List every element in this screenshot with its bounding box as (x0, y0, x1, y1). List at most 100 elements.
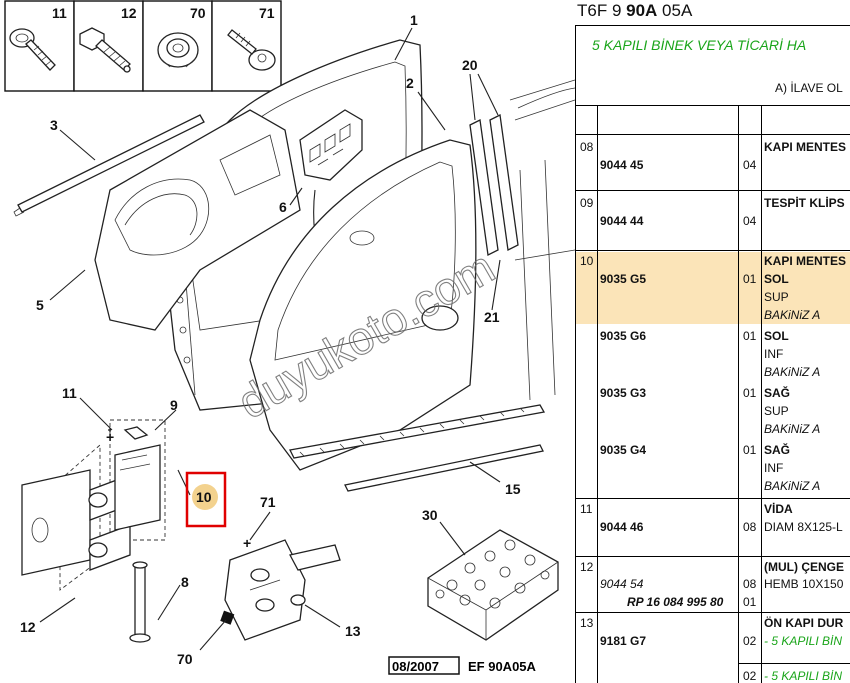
parts-list-panel: T6F 9 90A 05A 5 KAPILI BİNEK VEYA TİCARİ… (575, 0, 850, 683)
front-door-inner-panel[interactable] (249, 139, 477, 471)
description: TESPİT KLİPS (764, 196, 845, 210)
callout-15[interactable]: 15 (505, 481, 521, 497)
highlighted-callout-10[interactable]: 10 (185, 471, 227, 528)
vehicle-body-outline (509, 79, 575, 401)
part-number[interactable]: 9035 G6 (600, 329, 647, 343)
callout-9[interactable]: 9 (170, 397, 178, 413)
side-label: SOL (764, 272, 789, 286)
quantity: 08 (743, 577, 757, 591)
highlighted-row (575, 252, 850, 324)
variant-note: - 5 KAPILI BİN (764, 669, 843, 683)
row-number: 11 (580, 502, 593, 516)
ref-bold: 90A (626, 1, 658, 20)
callout-71[interactable]: 71 (260, 494, 276, 510)
row-number: 09 (580, 196, 594, 210)
variant-note: - 5 KAPILI BİN (764, 634, 843, 648)
row-number: 08 (580, 140, 594, 154)
exploded-parts-diagram: 11 12 70 71 (4, 0, 575, 675)
row-number: 13 (580, 616, 594, 630)
plus-mark-71: + (243, 535, 251, 551)
screw-71-icon (227, 29, 276, 71)
door-hinge-assembly-10[interactable]: + (21, 419, 166, 591)
weatherstrip-rod-3[interactable] (13, 114, 205, 217)
position-label: INF (764, 461, 784, 475)
vehicle-variant-title: 5 KAPILI BİNEK VEYA TİCARİ HA (592, 37, 807, 53)
callout-5[interactable]: 5 (36, 297, 44, 313)
callout-11[interactable]: 11 (62, 385, 77, 401)
quantity: 01 (743, 595, 757, 609)
quantity: 01 (743, 272, 757, 286)
inset-label-71: 71 (259, 5, 275, 21)
callout-8[interactable]: 8 (181, 574, 189, 590)
callout-2[interactable]: 2 (406, 75, 414, 91)
part-number[interactable]: 9044 44 (600, 214, 644, 228)
catalog-reference: T6F 9 90A 05A (577, 1, 692, 21)
callout-70[interactable]: 70 (177, 651, 193, 667)
part-number[interactable]: 9035 G4 (600, 443, 647, 457)
drawing-stamp: 08/2007 EF 90A05A (388, 656, 537, 675)
quantity: 04 (743, 214, 757, 228)
plus-mark: + (106, 429, 114, 445)
callout-21[interactable]: 21 (484, 309, 500, 325)
inset-label-12: 12 (121, 5, 137, 21)
position-label: SUP (764, 404, 789, 418)
clip-nut-70-icon (157, 32, 199, 68)
highlight-frame (185, 471, 227, 528)
stamp-code: EF 90A05A (468, 659, 537, 674)
clip-9-icon (123, 426, 149, 440)
description: KAPI MENTES (764, 140, 847, 154)
description: (MUL) ÇENGE (764, 560, 844, 574)
position-label: INF (764, 347, 784, 361)
see-note: BAKiNiZ A (764, 365, 821, 379)
row-number: 10 (580, 254, 594, 268)
row-number: 12 (580, 560, 594, 574)
part-number[interactable]: 9044 45 (600, 158, 644, 172)
callout-13[interactable]: 13 (345, 623, 361, 639)
side-label: SAĞ (764, 386, 791, 400)
see-note: BAKiNiZ A (764, 422, 821, 436)
section-heading: A) İLAVE OL (775, 81, 843, 95)
side-label: SOL (764, 329, 789, 343)
door-moulding-strip-15[interactable] (289, 404, 546, 492)
part-number[interactable]: 9035 G3 (600, 386, 647, 400)
inset-label-11: 11 (52, 5, 67, 21)
part-number[interactable]: 9044 46 (600, 520, 644, 534)
clip-nut-70-mark (220, 610, 235, 625)
callout-6[interactable]: 6 (279, 199, 287, 215)
spec-label: DIAM 8X125-L (764, 520, 843, 534)
spec-label: HEMB 10X150 (764, 577, 844, 591)
ref-prefix: T6F 9 (577, 1, 627, 20)
see-note: BAKiNiZ A (764, 308, 821, 322)
callout-12[interactable]: 12 (20, 619, 36, 635)
replacement-part-number[interactable]: RP 16 084 995 80 (627, 595, 724, 609)
see-note: BAKiNiZ A (764, 479, 821, 493)
fastener-inset-strip: 11 12 70 71 (4, 0, 282, 92)
callout-10[interactable]: 10 (196, 489, 212, 505)
description: KAPI MENTES (764, 254, 847, 268)
callout-20[interactable]: 20 (462, 57, 478, 73)
stamp-date: 08/2007 (392, 659, 439, 674)
part-number[interactable]: 9044 54 (600, 577, 644, 591)
screw-11-icon (9, 28, 56, 71)
description: VİDA (764, 502, 793, 516)
callout-3[interactable]: 3 (50, 117, 58, 133)
door-inner-trim-panel[interactable] (94, 109, 301, 331)
quantity: 04 (743, 158, 757, 172)
hinge-pin-8[interactable] (129, 561, 151, 643)
description: ÖN KAPI DUR (764, 616, 844, 630)
ref-suffix: 05A (657, 1, 693, 20)
door-seal-strips-20[interactable] (469, 114, 519, 256)
position-label: SUP (764, 290, 789, 304)
quantity: 01 (743, 329, 757, 343)
side-label: SAĞ (764, 443, 791, 457)
callout-30[interactable]: 30 (422, 507, 438, 523)
callout-1[interactable]: 1 (410, 12, 418, 28)
fastener-kit-box-30[interactable] (427, 529, 559, 641)
quantity: 01 (743, 443, 757, 457)
part-number[interactable]: 9035 G5 (600, 272, 647, 286)
leader-lines (39, 27, 501, 651)
quantity: 01 (743, 386, 757, 400)
part-number[interactable]: 9181 G7 (600, 634, 647, 648)
quantity: 02 (743, 634, 757, 648)
door-hinge-13[interactable]: + (220, 535, 341, 641)
